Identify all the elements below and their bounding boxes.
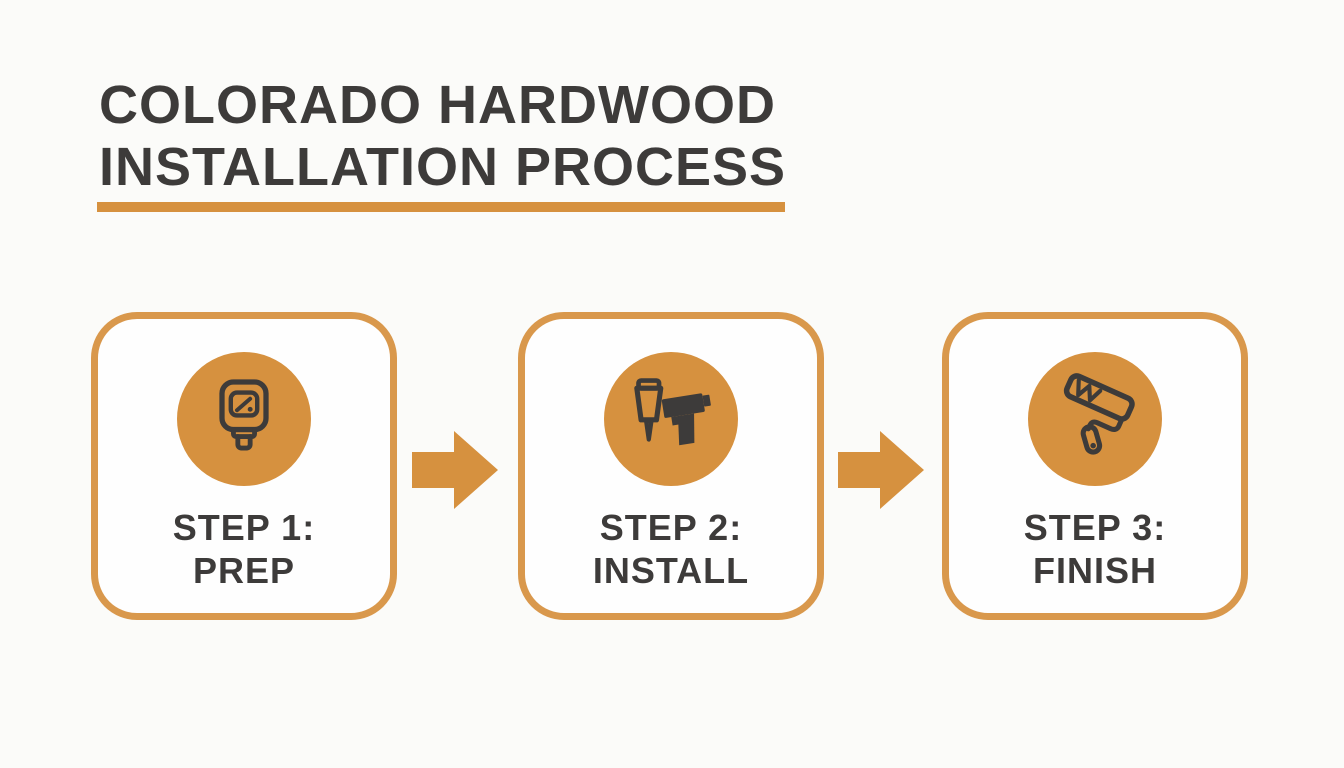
title-underline bbox=[97, 202, 785, 212]
step-icon-circle bbox=[177, 352, 311, 486]
step-number: STEP 3: bbox=[1023, 507, 1167, 548]
step-label: STEP 3: FINISH bbox=[1024, 506, 1166, 592]
step-card-install: STEP 2: INSTALL bbox=[518, 312, 824, 620]
title-line-2: INSTALLATION PROCESS bbox=[99, 137, 787, 197]
step-icon-circle bbox=[1028, 352, 1162, 486]
paint-roller-icon bbox=[1063, 373, 1135, 455]
step-card-finish: STEP 3: FINISH bbox=[942, 312, 1248, 620]
nail-gun-icon bbox=[634, 378, 711, 446]
step-number: STEP 1: bbox=[172, 507, 316, 548]
step-name: INSTALL bbox=[592, 550, 750, 591]
step-label: STEP 1: PREP bbox=[173, 506, 315, 592]
step-label: STEP 2: INSTALL bbox=[593, 506, 749, 592]
step-icon-circle bbox=[604, 352, 738, 486]
step-number: STEP 2: bbox=[599, 507, 743, 548]
step-card-prep: STEP 1: PREP bbox=[91, 312, 397, 620]
right-arrow-icon bbox=[838, 431, 924, 509]
right-arrow-icon bbox=[412, 431, 498, 509]
step-name: PREP bbox=[192, 550, 296, 591]
page-title: COLORADO HARDWOOD INSTALLATION PROCESS bbox=[99, 74, 786, 198]
moisture-meter-icon bbox=[219, 379, 269, 451]
step-name: FINISH bbox=[1032, 550, 1157, 591]
title-line-1: COLORADO HARDWOOD bbox=[99, 75, 776, 135]
